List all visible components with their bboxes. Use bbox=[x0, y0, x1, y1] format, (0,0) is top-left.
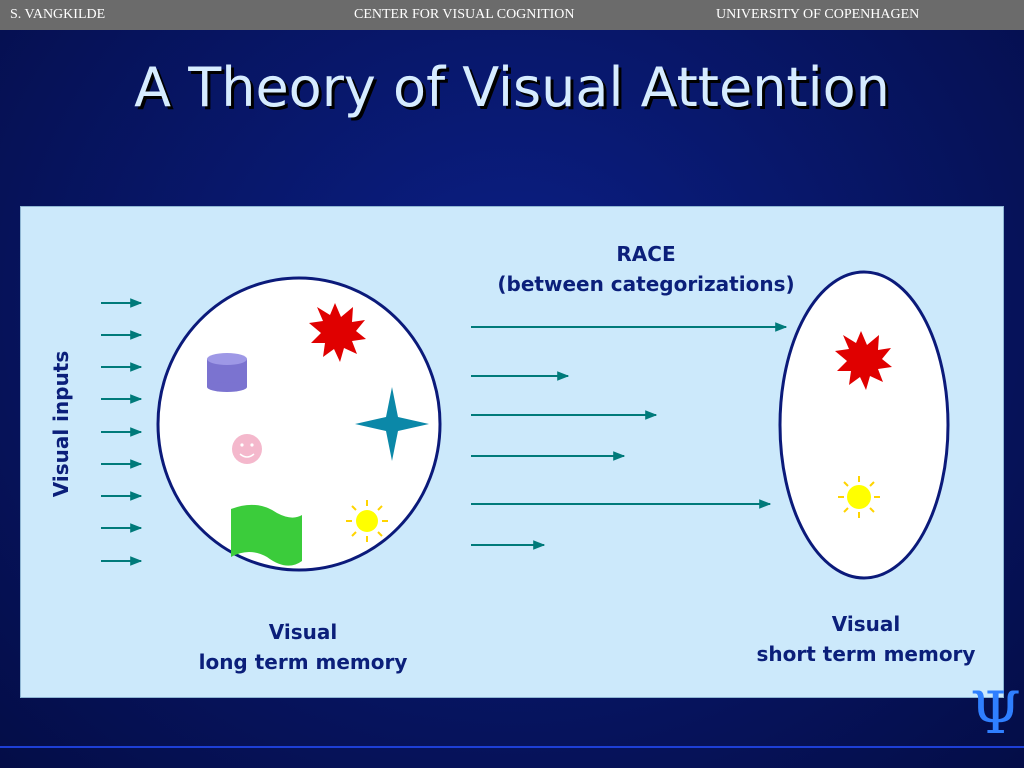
psi-logo-icon: Ψ bbox=[970, 679, 1021, 747]
stm-label-line1: Visual bbox=[831, 612, 901, 636]
footer-divider bbox=[0, 746, 1024, 748]
ltm-label: Visual long term memory bbox=[193, 617, 413, 677]
visual-inputs-label: Visual inputs bbox=[49, 350, 73, 498]
race-label-subtitle: (between categorizations) bbox=[497, 272, 795, 296]
header-bar: S. VANGKILDE CENTER FOR VISUAL COGNITION… bbox=[0, 0, 1024, 30]
race-arrows bbox=[471, 322, 788, 550]
diagram-panel: RACE (between categorizations) Visual in… bbox=[20, 206, 1004, 698]
green-flag-icon bbox=[231, 504, 302, 566]
header-university: UNIVERSITY OF COPENHAGEN bbox=[716, 7, 920, 22]
red-starburst-icon bbox=[309, 303, 366, 362]
slide-title: A Theory of Visual Attention bbox=[134, 56, 890, 119]
ltm-label-line1: Visual bbox=[268, 620, 338, 644]
header-center-name: CENTER FOR VISUAL COGNITION bbox=[354, 7, 575, 22]
four-point-star-icon bbox=[355, 387, 429, 461]
red-starburst-icon bbox=[835, 331, 892, 390]
race-label-title: RACE bbox=[616, 242, 676, 266]
stm-label-line2: short term memory bbox=[756, 642, 976, 666]
stm-ellipse bbox=[778, 270, 950, 580]
ltm-ellipse bbox=[156, 276, 442, 572]
ltm-label-line2: long term memory bbox=[198, 650, 408, 674]
visual-input-arrows bbox=[101, 298, 143, 566]
cylinder-icon bbox=[207, 353, 247, 392]
stm-label: Visual short term memory bbox=[751, 609, 981, 669]
tva-diagram bbox=[101, 270, 950, 580]
header-author: S. VANGKILDE bbox=[10, 7, 106, 22]
sun-icon bbox=[838, 476, 880, 518]
smiley-icon bbox=[232, 434, 262, 464]
sun-icon bbox=[346, 500, 388, 542]
race-label: RACE (between categorizations) bbox=[476, 239, 816, 299]
